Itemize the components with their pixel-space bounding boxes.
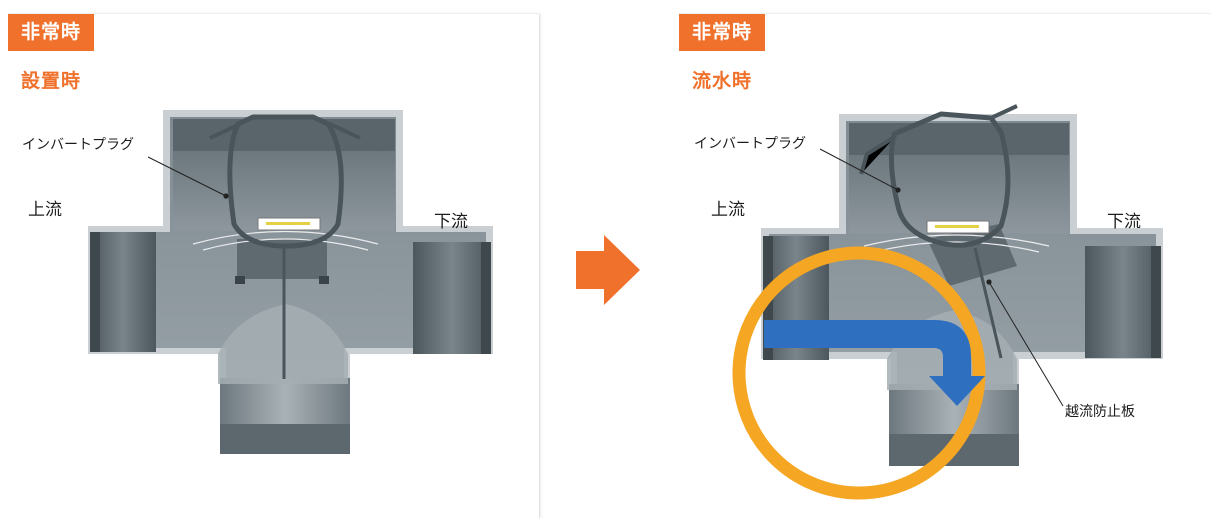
panel-flowing: 非常時 流水時 xyxy=(679,14,1211,518)
overflow-plate-label: 越流防止板 xyxy=(1065,404,1135,420)
downstream-label: 下流 xyxy=(1107,212,1141,232)
downstream-label: 下流 xyxy=(434,212,468,232)
invert-plug-label: インバートプラグ xyxy=(22,137,134,153)
pipe-fitting-illustration xyxy=(88,110,493,454)
upstream-label: 上流 xyxy=(711,200,745,220)
panel-installation: 非常時 設置時 xyxy=(8,14,539,518)
invert-plug-label: インバートプラグ xyxy=(694,136,806,152)
pipe-fitting-illustration xyxy=(732,104,1163,500)
upstream-label: 上流 xyxy=(28,200,62,220)
panel-subtitle: 設置時 xyxy=(21,70,82,92)
mode-badge: 非常時 xyxy=(679,14,766,51)
arrow-right-icon xyxy=(576,235,640,305)
panel-subtitle: 流水時 xyxy=(692,70,753,92)
mode-badge: 非常時 xyxy=(8,14,95,51)
